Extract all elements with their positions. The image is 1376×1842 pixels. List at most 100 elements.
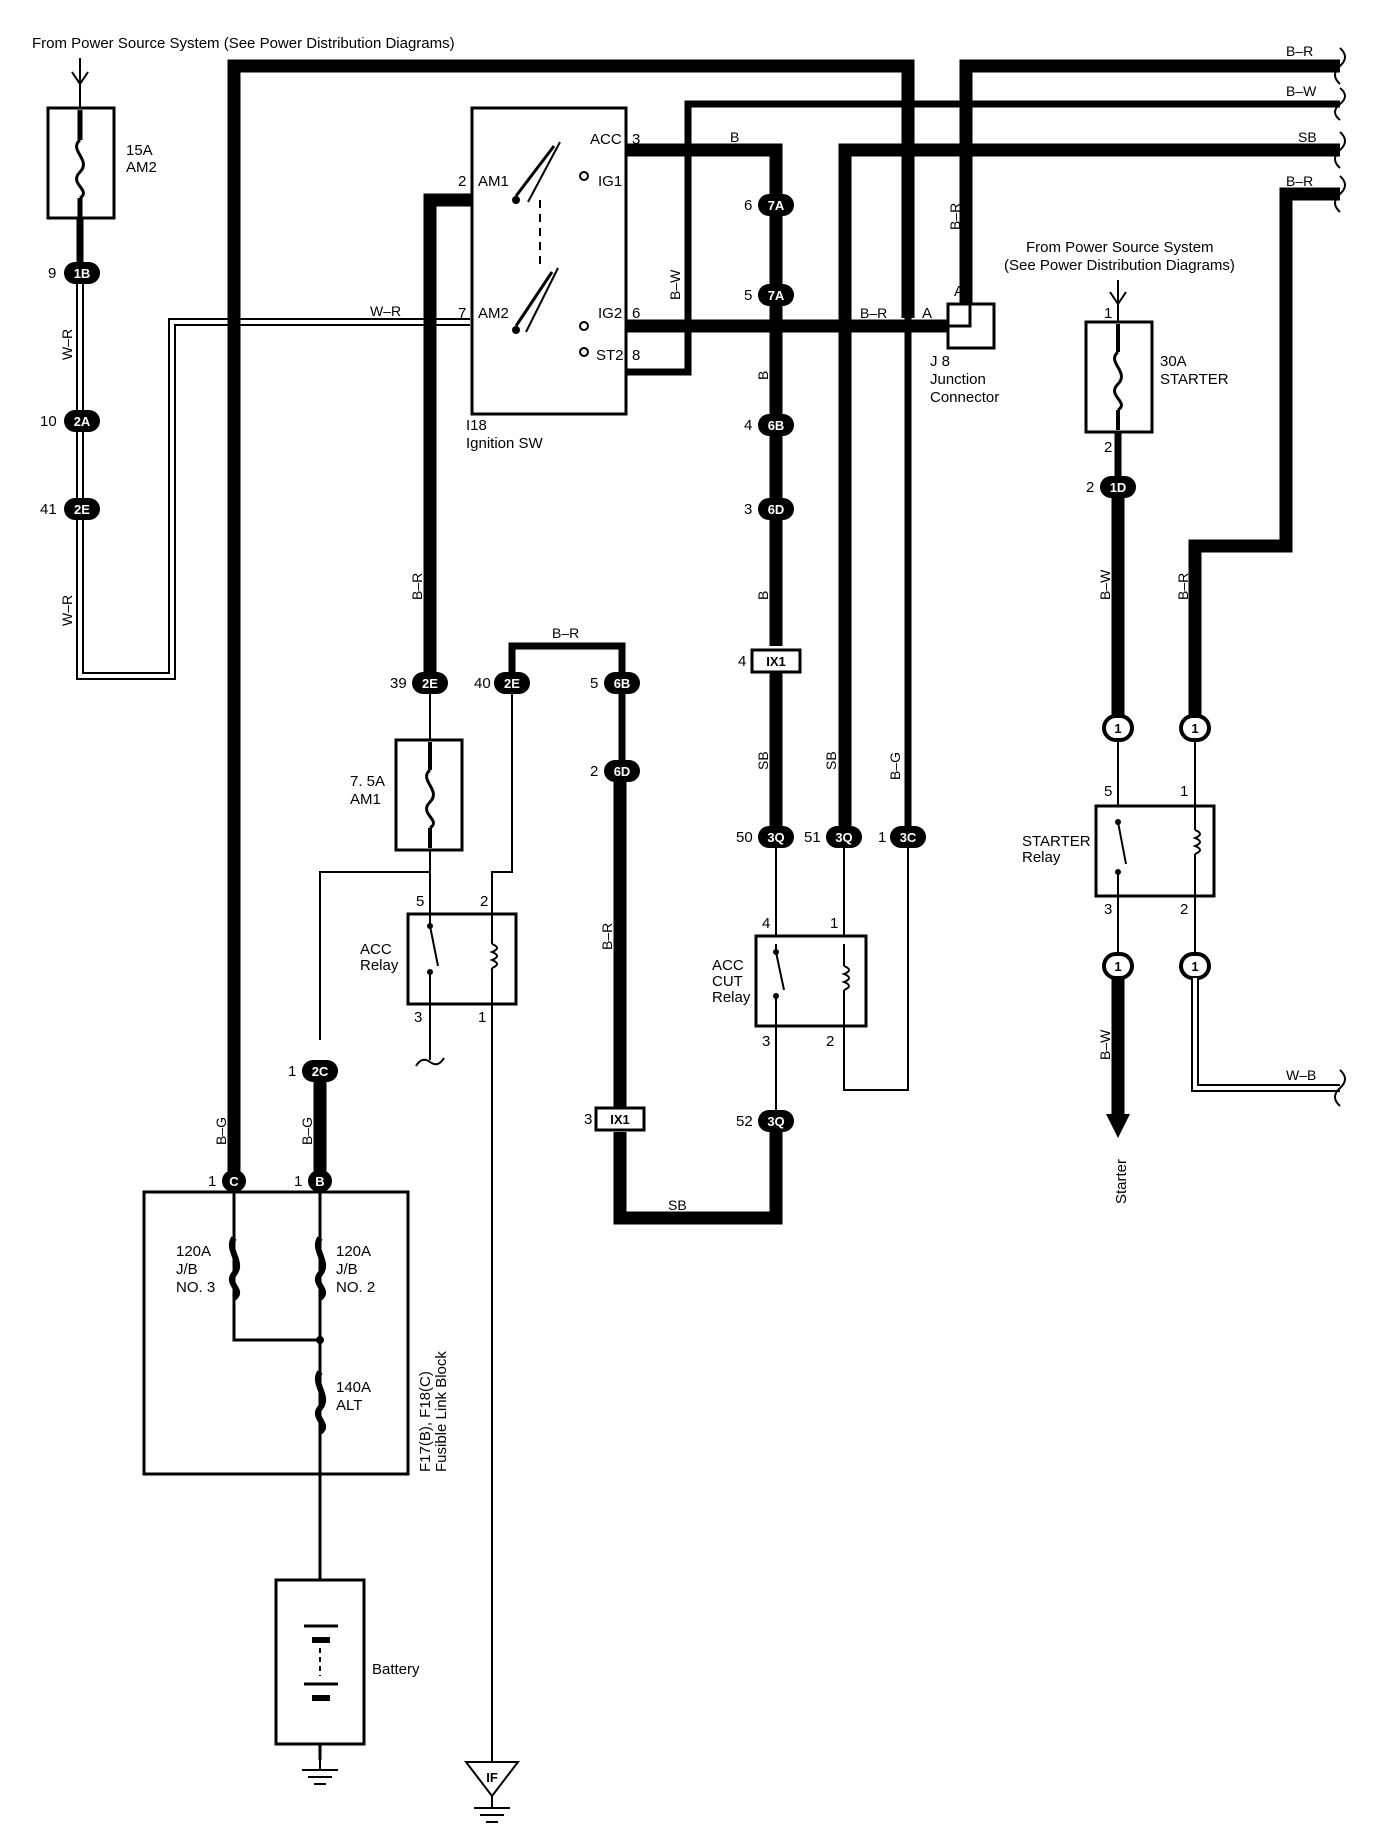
j8-code: J 8 [930, 353, 950, 370]
acc-cut-relay-pin-1: 1 [830, 915, 838, 932]
source-note-right-1: From Power Source System [1026, 239, 1214, 256]
svg-text:2E: 2E [74, 502, 90, 517]
j8-pin-a-left: A [922, 305, 932, 322]
svg-text:6D: 6D [614, 764, 631, 779]
connector-7a-6-pin: 6 [744, 197, 752, 214]
wire-label-w-r-2: W–R [59, 595, 75, 626]
source-note-right-2: (See Power Distribution Diagrams) [1004, 257, 1235, 274]
acc-relay-break-icon [415, 1004, 445, 1067]
connector-6b-5-pin: 5 [590, 675, 598, 692]
connector-2a: 2A [64, 410, 100, 432]
ign-terminal-st2: ST2 [596, 347, 624, 364]
wire-label-b-w-starter: B–W [1097, 569, 1113, 600]
svg-text:2A: 2A [74, 414, 91, 429]
connector-2c-1: 2C [302, 1060, 338, 1082]
w-b-wire-core [1193, 978, 1340, 1090]
svg-text:2E: 2E [504, 676, 520, 691]
acc-relay-pin-1: 1 [478, 1009, 486, 1026]
fuse-am1 [394, 738, 464, 852]
ground-if-icon [463, 1761, 521, 1823]
fl-no2-l3: NO. 2 [336, 1279, 375, 1296]
wire-label-b-acc: B [730, 129, 739, 145]
fusible-link-block [142, 1190, 410, 1760]
wire-label-b-w-vert: B–W [667, 269, 683, 300]
acc-relay-line1: ACC [360, 941, 392, 958]
acc-relay-feed-wire [319, 850, 431, 1040]
connector-3q-52: 3Q [758, 1110, 794, 1132]
connector-1-b: 1 [1179, 714, 1211, 742]
connector-3q-52-pin: 52 [736, 1113, 753, 1130]
connector-6d-2-pin: 2 [590, 763, 598, 780]
wire-label-sb-top: SB [1298, 129, 1317, 145]
acc-relay-pin-5: 5 [416, 893, 424, 910]
svg-text:6B: 6B [768, 418, 785, 433]
battery-ground-icon [302, 1744, 338, 1785]
j8-line2: Connector [930, 389, 999, 406]
svg-text:6B: 6B [614, 676, 631, 691]
connector-7a-6: 7A [758, 194, 794, 216]
wire-label-b-r-vert-j8: B–R [947, 203, 963, 230]
wire-label-b-center-1: B [755, 371, 771, 380]
connector-2e-39: 2E [412, 672, 448, 694]
connector-2e-40-pin: 40 [474, 675, 491, 692]
svg-text:B: B [315, 1174, 324, 1189]
fl-block-name: Fusible Link Block [433, 1351, 450, 1472]
wire-label-sb-right: SB [823, 751, 839, 770]
svg-text:3C: 3C [900, 830, 917, 845]
j8-line1: Junction [930, 371, 986, 388]
b-r-bus-right [1188, 187, 1340, 726]
ign-terminal-am1: AM1 [478, 173, 509, 190]
starter-relay-line2: Relay [1022, 849, 1061, 866]
ignition-switch [470, 106, 628, 416]
connector-ix1-4-pin: 4 [738, 653, 746, 670]
connector-3q-50-pin: 50 [736, 829, 753, 846]
fl-alt-l2: ALT [336, 1397, 362, 1414]
fl-no2-l2: J/B [336, 1261, 358, 1278]
svg-text:1D: 1D [1110, 480, 1127, 495]
svg-text:3Q: 3Q [767, 1114, 784, 1129]
svg-text:IX1: IX1 [610, 1112, 630, 1127]
connector-6d-2: 6D [604, 760, 640, 782]
fuse-starter-rating: 30A [1160, 353, 1187, 370]
connector-ix1-3-pin: 3 [584, 1111, 592, 1128]
ign-code: I18 [466, 417, 487, 434]
acc-relay-pin-2: 2 [480, 893, 488, 910]
connector-3q-51-pin: 51 [804, 829, 821, 846]
junction-connector-j8 [946, 302, 996, 350]
acc-cut-relay-line3: Relay [712, 989, 751, 1006]
ign-terminal-ig1: IG1 [598, 173, 622, 190]
connector-1b: 1B [64, 262, 100, 284]
connector-3c-1-pin: 1 [878, 829, 886, 846]
starter-label: Starter [1113, 1159, 1130, 1204]
ign-pin-am1: 2 [458, 173, 466, 190]
ground-if-label: IF [486, 1770, 498, 1785]
wire-label-b-w-out: B–W [1097, 1029, 1113, 1060]
w-r-wire-outline [76, 284, 470, 680]
acc-relay-line2: Relay [360, 957, 399, 974]
fl-no2-rating: 120A [336, 1243, 371, 1260]
sb-loop-wire [613, 1132, 783, 1225]
connector-1d-2: 1D [1100, 476, 1136, 498]
svg-text:3Q: 3Q [835, 830, 852, 845]
wire-label-b-w-top: B–W [1286, 83, 1317, 99]
starter-relay-line1: STARTER [1022, 833, 1091, 850]
fuse-am1-rating: 7. 5A [350, 773, 385, 790]
connector-1-c: 1 [1102, 952, 1134, 980]
battery-label: Battery [372, 1661, 420, 1678]
connector-3q-51: 3Q [826, 826, 862, 848]
wire-label-b-g-2: B–G [299, 1117, 315, 1145]
starter-fuse-pin-1: 1 [1104, 305, 1112, 322]
j8-pin-a-top: A [954, 283, 964, 300]
connector-6d-3-pin: 3 [744, 501, 752, 518]
battery [274, 1578, 366, 1746]
wire-label-b-r-right: B–R [1286, 173, 1313, 189]
starter-feed-arrow-icon [1109, 291, 1127, 306]
fuse-am1-name: AM1 [350, 791, 381, 808]
wire-label-b-r-ig2: B–R [860, 305, 887, 321]
svg-text:6D: 6D [768, 502, 785, 517]
acc-cut-relay-pin-3: 3 [762, 1033, 770, 1050]
fl-no3-rating: 120A [176, 1243, 211, 1260]
svg-text:2C: 2C [312, 1064, 329, 1079]
svg-text:1B: 1B [74, 266, 91, 281]
w-b-wire-outline [1191, 978, 1340, 1092]
